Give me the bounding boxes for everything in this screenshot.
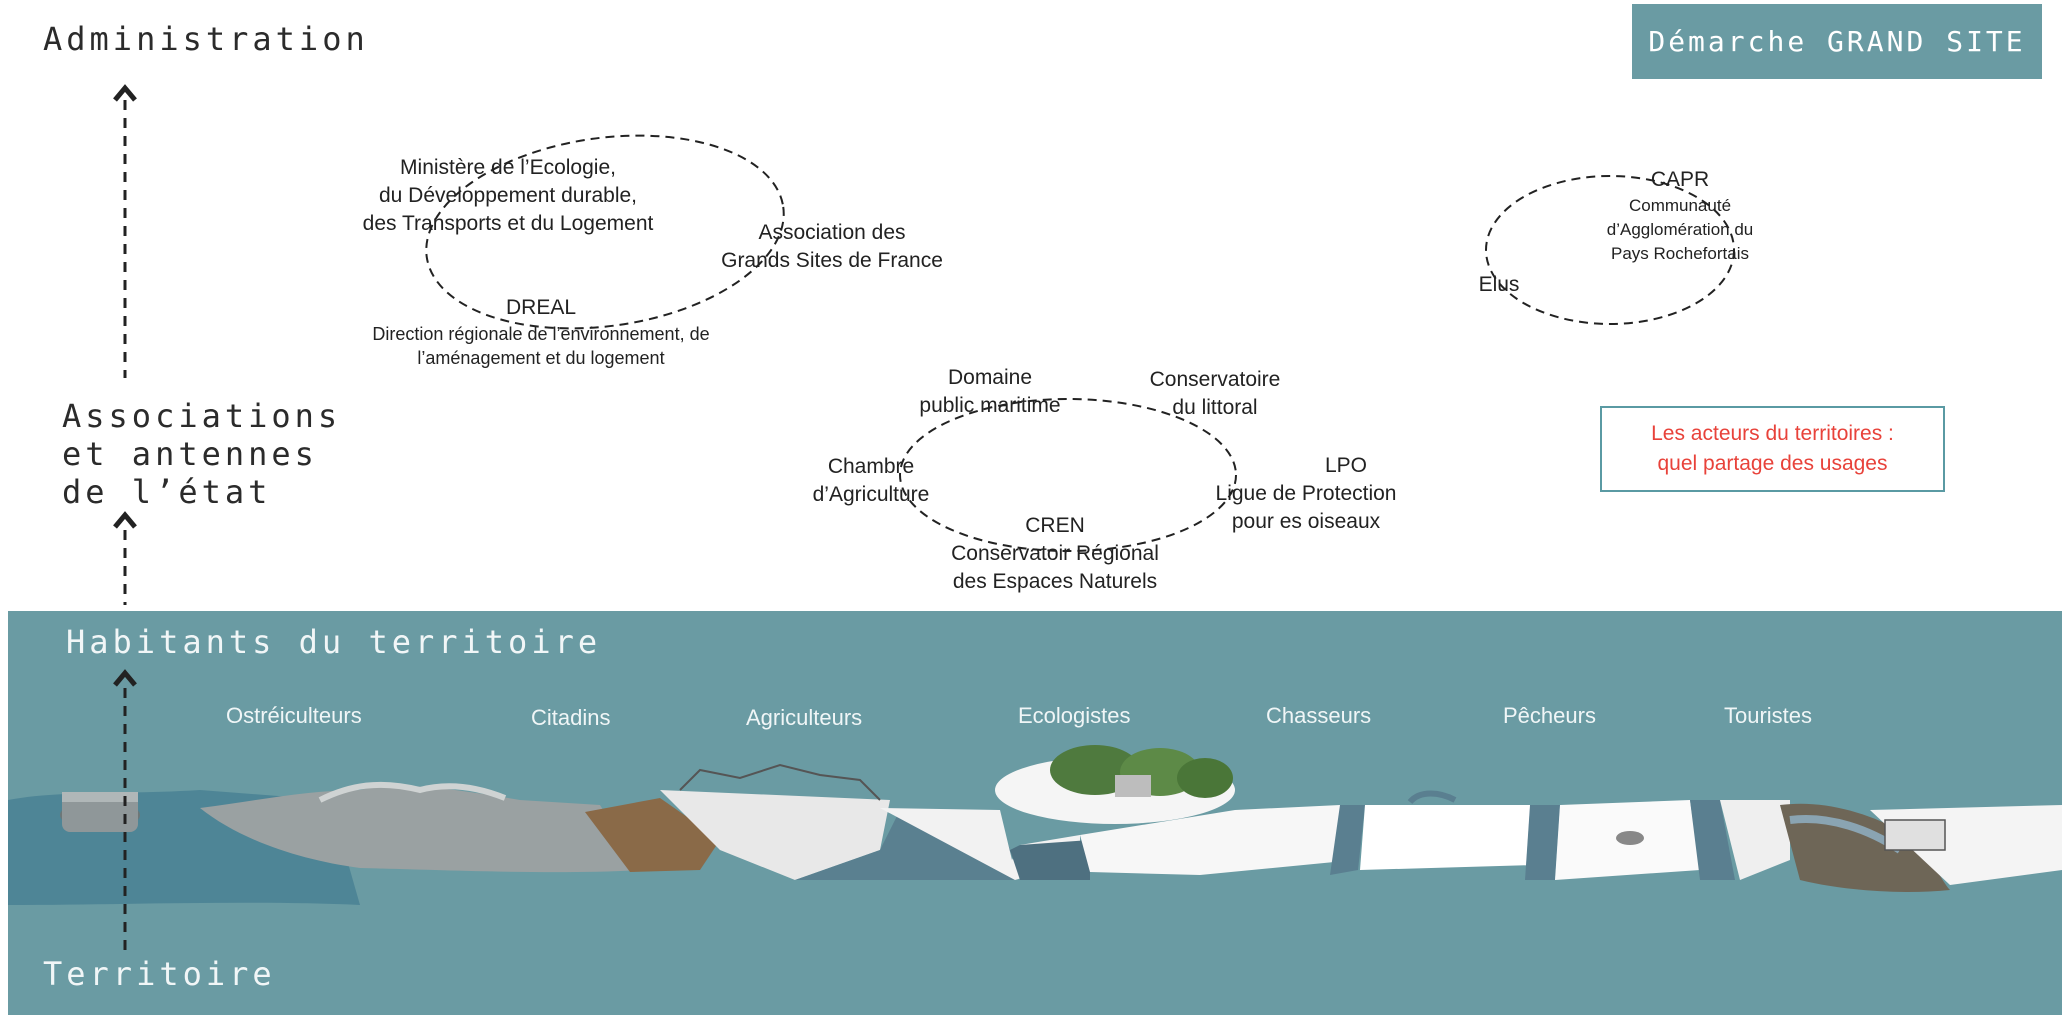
group-label: Touristes xyxy=(1724,703,1813,728)
actor-line: Communauté xyxy=(1628,196,1732,215)
actor-title: DREAL xyxy=(505,296,577,319)
grand-site-badge: Démarche GRAND SITE xyxy=(1632,4,2042,79)
group-label: Citadins xyxy=(531,705,611,730)
actor-ministere: Ministère de l’Ecologie, du Développemen… xyxy=(308,154,708,238)
level-administration: Administration xyxy=(43,20,369,58)
actor-line: Pays Rochefortais xyxy=(1611,244,1749,263)
callout-line: quel partage des usages xyxy=(1657,452,1888,475)
actor-line: Conservatoire xyxy=(1149,368,1281,391)
group-label: Pêcheurs xyxy=(1503,703,1596,728)
actor-line: Domaine xyxy=(947,366,1033,389)
actor-line: Conservatoir Régional xyxy=(951,542,1159,565)
level-habitants: Habitants du territoire xyxy=(66,623,602,661)
actor-title: LPO xyxy=(1324,454,1368,477)
landscape-section xyxy=(8,745,2062,905)
group-label: Ecologistes xyxy=(1018,703,1131,728)
group-label: Agriculteurs xyxy=(746,705,863,730)
actor-capr: CAPR Communauté d’Agglomération du Pays … xyxy=(1540,166,1820,266)
actor-line: Direction régionale de l’environnement, … xyxy=(372,324,710,344)
territory-actors-callout: Les acteurs du territoires : quel partag… xyxy=(1600,406,1945,492)
actor-line: Grands Sites de France xyxy=(721,249,943,272)
level-territoire: Territoire xyxy=(43,955,276,993)
level-associations: Associations et antennes de l’état xyxy=(62,397,341,511)
callout-line: Les acteurs du territoires : xyxy=(1651,422,1894,445)
actor-line: des Transports et du Logement xyxy=(362,212,654,235)
actor-line: public maritime xyxy=(919,394,1061,417)
local-cluster-ellipse xyxy=(1485,175,1735,325)
grand-site-badge-label: Démarche GRAND SITE xyxy=(1648,25,2026,58)
actor-line: l’aménagement et du logement xyxy=(417,348,665,368)
group-label: Chasseurs xyxy=(1266,703,1372,728)
group-label: Ostréiculteurs xyxy=(226,703,362,728)
actor-cren: CREN Conservatoir Régional des Espaces N… xyxy=(920,512,1190,596)
actor-line: Chambre xyxy=(827,455,915,478)
actor-line: Association des xyxy=(758,221,906,244)
actor-chambre-agriculture: Chambre d’Agriculture xyxy=(786,453,956,509)
hierarchy-arrow xyxy=(113,84,137,950)
actor-line: pour es oiseaux xyxy=(1231,510,1381,533)
actor-dreal: DREAL Direction régionale de l’environne… xyxy=(336,294,746,370)
actor-line: d’Agriculture xyxy=(812,483,930,506)
actor-line: d’Agglomération du xyxy=(1606,220,1754,239)
actor-line: du littoral xyxy=(1172,396,1258,419)
level-associations-line: et antennes xyxy=(62,435,318,473)
actor-title: CREN xyxy=(1025,514,1085,537)
actor-domaine-maritime: Domaine public maritime xyxy=(880,364,1100,420)
level-associations-line: de l’état xyxy=(62,473,272,511)
assoc-cluster-ellipse xyxy=(899,398,1237,552)
actor-line: du Développement durable, xyxy=(378,184,637,207)
actor-title: CAPR xyxy=(1650,168,1710,191)
actor-association-grands-sites: Association des Grands Sites de France xyxy=(672,219,992,275)
actor-elus: Elus xyxy=(1474,271,1524,299)
actor-line: des Espaces Naturels xyxy=(952,570,1158,593)
actor-conservatoire-littoral: Conservatoire du littoral xyxy=(1110,366,1320,422)
level-associations-line: Associations xyxy=(62,397,342,435)
actor-line: Elus xyxy=(1478,273,1520,296)
state-cluster-ellipse xyxy=(425,134,785,330)
actor-line: Ligue de Protection xyxy=(1215,482,1397,505)
actor-line: Ministère de l’Ecologie, xyxy=(400,156,616,179)
actor-lpo: LPO Ligue de Protection pour es oiseaux xyxy=(1186,452,1426,536)
